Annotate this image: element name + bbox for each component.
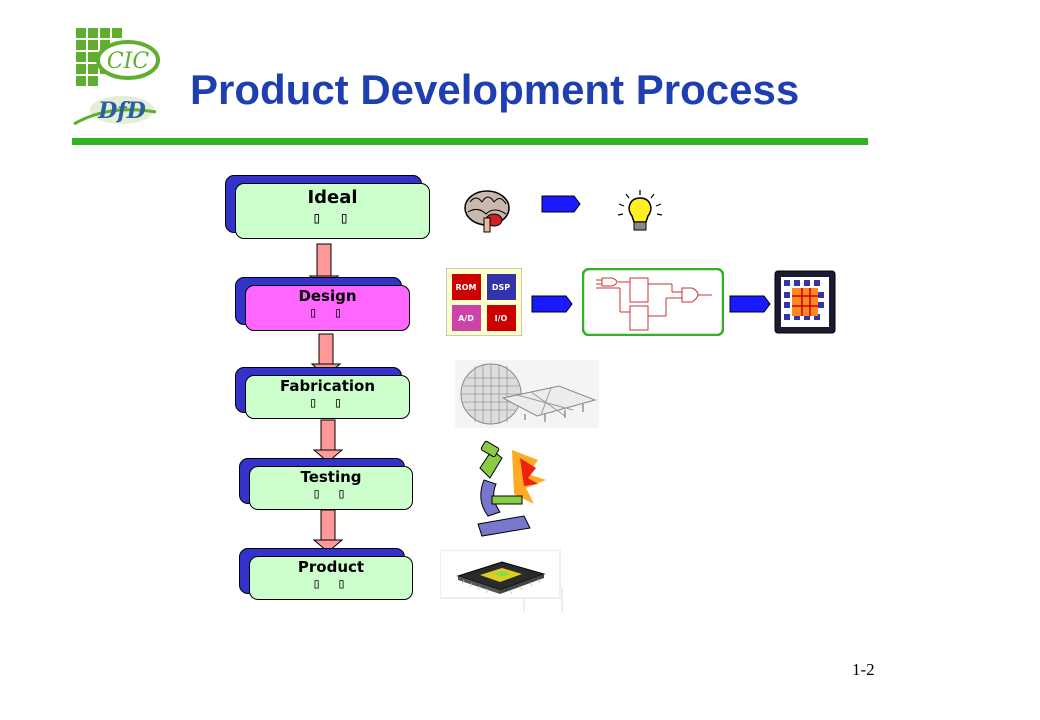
ad-block	[452, 305, 481, 331]
connector-arrow	[312, 419, 344, 463]
stage-sublabel: ▯ ▯	[312, 208, 353, 227]
block-label: I/O	[495, 314, 508, 323]
stage-label: Ideal	[307, 187, 358, 208]
slide-title: Product Development Process	[190, 66, 800, 113]
stage-label: Product	[297, 558, 365, 576]
cic-dfd-logo: CIC DfD	[73, 28, 160, 126]
stage-sublabel: ▯ ▯	[312, 486, 350, 502]
lightbulb-icon	[617, 190, 663, 231]
stage-label: Fabrication	[279, 377, 376, 395]
title-underline	[72, 138, 868, 145]
logo-text-top: CIC	[107, 49, 150, 74]
connector-arrow	[312, 509, 344, 553]
rom-block	[452, 274, 481, 300]
logic-circuit-icon	[582, 268, 724, 336]
blue-arrow-icon	[541, 195, 581, 213]
stage-box: Design ▯ ▯	[245, 285, 410, 331]
stage-testing: Testing ▯ ▯	[239, 458, 413, 510]
wafer-icon	[455, 360, 599, 428]
block-diagram-icon: ROM DSP A/D I/O	[446, 268, 522, 336]
block-label: DSP	[492, 283, 510, 292]
stage-box: Fabrication ▯ ▯	[245, 375, 410, 419]
stage-label: Design	[298, 287, 357, 305]
stage-label: Testing	[300, 468, 362, 486]
stage-sublabel: ▯ ▯	[312, 576, 350, 592]
io-block	[487, 305, 516, 331]
stage-ideal: Ideal ▯ ▯	[225, 175, 430, 239]
stage-box: Ideal ▯ ▯	[235, 183, 430, 239]
brain-icon	[464, 190, 510, 233]
stage-sublabel: ▯ ▯	[308, 305, 347, 321]
page-number: 1-2	[852, 660, 875, 679]
dsp-block	[487, 274, 516, 300]
microscope-icon	[477, 440, 546, 537]
chip-package-icon	[440, 550, 563, 612]
blue-arrow-icon	[531, 295, 573, 313]
stage-design: Design ▯ ▯	[235, 277, 410, 331]
stage-fabrication: Fabrication ▯ ▯	[235, 367, 410, 419]
block-label: ROM	[456, 283, 477, 292]
chip-layout-icon	[774, 270, 836, 334]
stage-product: Product ▯ ▯	[239, 548, 413, 600]
logo-text-bottom: DfD	[97, 98, 146, 124]
stage-box: Testing ▯ ▯	[249, 466, 413, 510]
stage-box: Product ▯ ▯	[249, 556, 413, 600]
block-label: A/D	[458, 314, 474, 323]
stage-sublabel: ▯ ▯	[308, 395, 347, 411]
blue-arrow-icon	[729, 295, 771, 313]
